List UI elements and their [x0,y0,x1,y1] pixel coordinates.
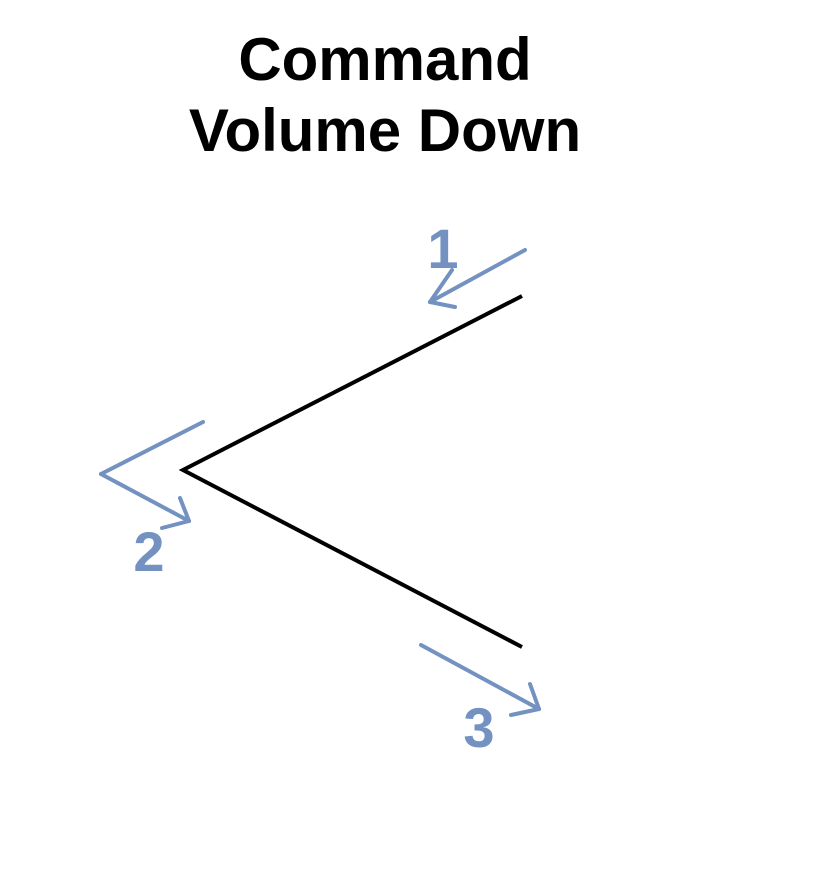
title-line-command: Command [238,26,532,93]
step-1-label: 1 [427,217,458,280]
step-3-arrow-icon [419,643,541,717]
title-line-volume-down: Volume Down [188,97,582,164]
step-2-label: 2 [133,520,164,583]
step-3-label: 3 [463,696,494,759]
step-2-arrow-icon [99,420,205,530]
gesture-path [178,294,523,649]
step-1-arrow-icon [428,248,527,309]
